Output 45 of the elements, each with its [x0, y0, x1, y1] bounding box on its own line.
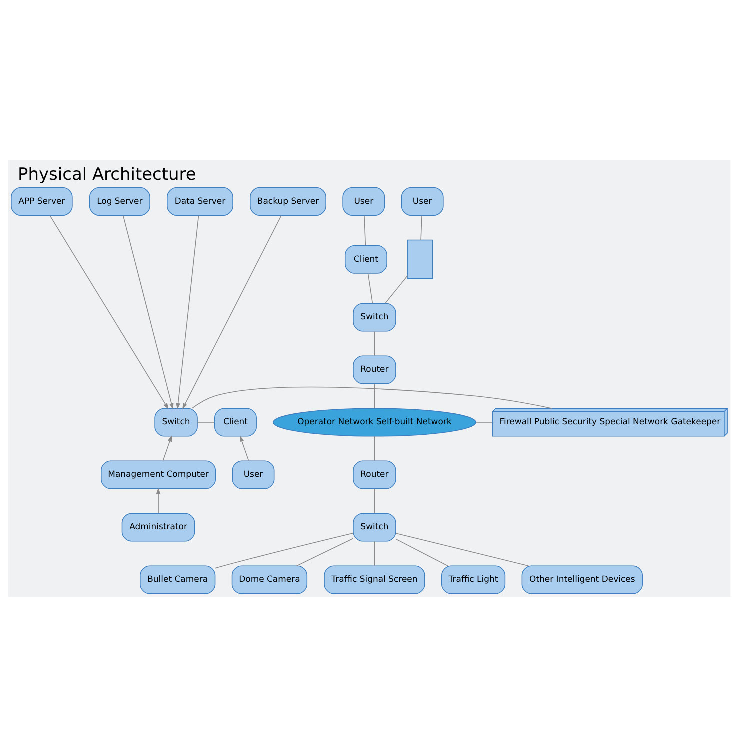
connector: [385, 274, 408, 304]
connector: [374, 330, 376, 356]
node-box: User: [232, 460, 275, 489]
connector: [396, 532, 530, 566]
node-box: Switch: [353, 512, 396, 542]
connector: [192, 386, 552, 408]
node-box: Switch: [353, 302, 396, 332]
connector: [396, 538, 448, 566]
connector: [374, 488, 376, 514]
node-box: Router: [353, 355, 396, 384]
connector: [296, 538, 354, 566]
arrow: [122, 214, 174, 410]
node-box: Data Server: [167, 186, 234, 216]
connector: [364, 214, 366, 246]
node-box: Traffic Light: [442, 565, 506, 594]
arrow: [156, 488, 161, 514]
node-box: User: [401, 186, 444, 216]
connector: [214, 532, 354, 568]
node-box: Router: [353, 460, 396, 489]
node-box: User: [342, 186, 386, 216]
node-box: Client: [214, 408, 257, 436]
node-box: [408, 239, 433, 279]
arrow: [176, 214, 200, 410]
node-box: Management Computer: [101, 460, 216, 489]
node-box: Administrator: [122, 512, 196, 542]
node-box: Client: [344, 244, 388, 274]
node-box: Traffic Signal Screen: [324, 565, 426, 594]
node-box: APP Server: [11, 186, 73, 216]
node-box: Switch: [154, 408, 198, 436]
node-box: Log Server: [89, 186, 150, 216]
connector: [374, 436, 376, 461]
node-box: Bullet Camera: [140, 565, 216, 594]
node-ellipse: Operator Network Self-built Network: [273, 408, 476, 436]
connector: [374, 383, 376, 408]
connector: [368, 272, 374, 304]
node-box: Dome Camera: [232, 565, 308, 594]
node-box: Backup Server: [250, 186, 326, 216]
node-box: Other Intelligent Devices: [522, 565, 643, 594]
arrow: [182, 214, 282, 410]
diagram-title: Physical Architecture: [18, 164, 196, 184]
connector: [420, 214, 422, 240]
connector: [374, 540, 376, 566]
arrow: [240, 435, 250, 461]
arrow: [50, 214, 169, 410]
arrow: [162, 435, 172, 461]
